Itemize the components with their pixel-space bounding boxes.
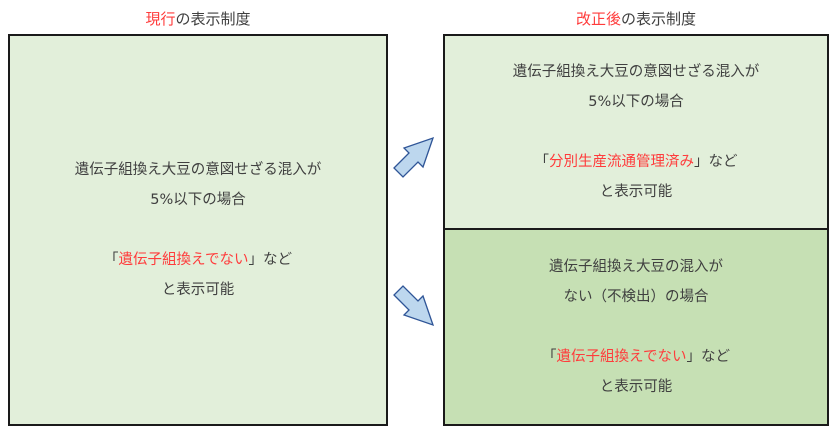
label-line: 「遺伝子組換えでない」など [104,245,292,275]
condition-line: 遺伝子組換え大豆の意図せざる混入が [74,162,322,178]
revised-system-title: 改正後の表示制度 [443,8,829,29]
current-system-title: 現行の表示制度 [8,8,388,29]
revised-top-box: 遺伝子組換え大豆の意図せざる混入が 5%以下の場合 「分別生産流通管理済み」など… [443,34,829,230]
result-line: と表示可能 [161,282,235,298]
title-highlight: 現行 [145,10,176,28]
bracket: 「 [103,252,119,268]
title-rest: の表示制度 [175,10,251,28]
revised-bottom-box: 遺伝子組換え大豆の混入が ない（不検出）の場合 「遺伝子組換えでない」など と表… [443,228,829,426]
bracket: 「 [541,349,557,365]
result-line: と表示可能 [599,184,673,200]
current-system-box: 遺伝子組換え大豆の意図せざる混入が 5%以下の場合 「遺伝子組換えでない」など … [8,34,388,426]
condition-line: 5%以下の場合 [150,192,246,208]
label-text: 遺伝子組換えでない [118,252,249,268]
condition-line: 遺伝子組換え大豆の意図せざる混入が [512,64,760,80]
label-line: 「分別生産流通管理済み」など [535,147,738,177]
arrow-up-right-icon [393,136,435,178]
title-highlight: 改正後 [575,10,621,28]
bracket: 」など [248,252,293,268]
bracket: 「 [534,154,550,170]
label-text: 遺伝子組換えでない [556,349,687,365]
bracket: 」など [694,154,738,170]
label-line: 「遺伝子組換えでない」など [542,342,730,372]
bracket: 」など [686,349,731,365]
label-text: 分別生産流通管理済み [549,154,694,170]
arrow-down-right-icon [393,285,435,327]
condition-line: 遺伝子組換え大豆の混入が [549,259,723,275]
condition-line: 5%以下の場合 [588,94,684,110]
result-line: と表示可能 [599,379,673,395]
title-rest: の表示制度 [621,10,697,28]
condition-line: ない（不検出）の場合 [563,289,709,305]
